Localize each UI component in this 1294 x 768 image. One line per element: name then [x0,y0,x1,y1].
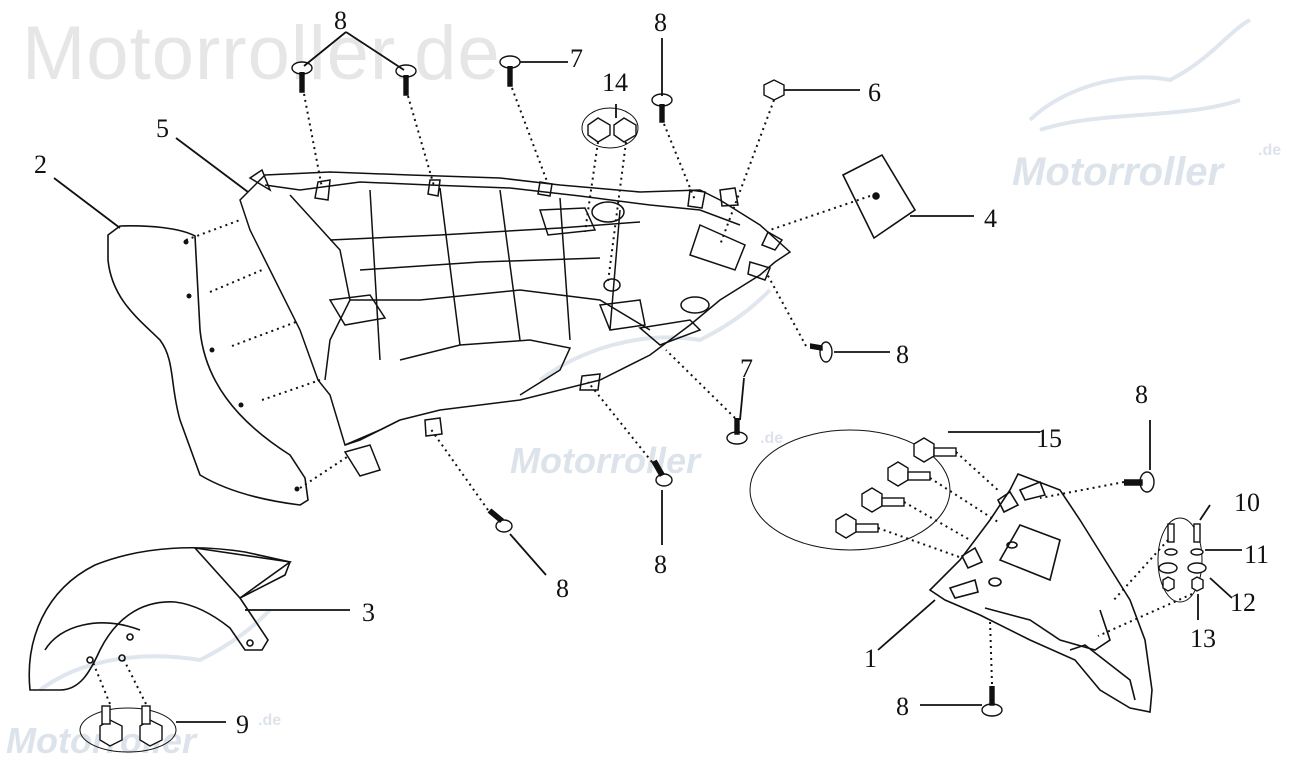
watermark-logo-suffix-top-right: .de [1258,142,1282,159]
callout-12: 12 [1230,588,1256,617]
callout-8-top-right: 8 [654,8,667,37]
callout-13: 13 [1190,624,1216,653]
part-2-mud-flap [107,225,309,506]
watermark-logo-suffix-center: .de [760,430,784,447]
watermark-site-title: Motorroller.de [22,11,501,96]
watermark-logo-text-top-right: Motorroller [1012,150,1224,194]
callout-7-lower: 7 [740,354,753,383]
fastener-icons [79,55,1207,753]
callout-1: 1 [864,644,877,673]
callout-14: 14 [602,68,628,97]
callout-8-plate-bottom: 8 [896,692,909,721]
callout-7-top: 7 [570,44,583,73]
part-1-plate-holder [928,472,1153,713]
callout-3: 3 [362,598,375,627]
callout-11: 11 [1244,540,1270,569]
callout-4: 4 [984,204,997,233]
callout-15: 15 [1036,424,1062,453]
assembly-dotted-lines [91,87,1193,705]
callout-8-right: 8 [896,340,909,369]
callout-10: 10 [1234,488,1260,517]
callout-8-top-left: 8 [334,6,347,35]
callout-6: 6 [868,78,881,107]
callout-9: 9 [236,710,249,739]
scooter-logo-icon [38,18,1251,692]
callout-8-lower-left: 8 [556,574,569,603]
callout-8-plate-top: 8 [1135,380,1148,409]
part-5-undercover [239,168,792,477]
callout-2: 2 [34,150,47,179]
callout-8-lower-middle: 8 [654,550,667,579]
watermark-logo-suffix-bottom-left: .de [258,712,282,729]
part-2-holes [183,239,300,492]
watermark-logo-text-center: Motorroller [510,440,701,481]
part-3-front-fender [28,546,293,691]
part-4-pad [841,153,917,240]
callout-leader-lines [53,31,1242,723]
callout-5: 5 [156,114,169,143]
